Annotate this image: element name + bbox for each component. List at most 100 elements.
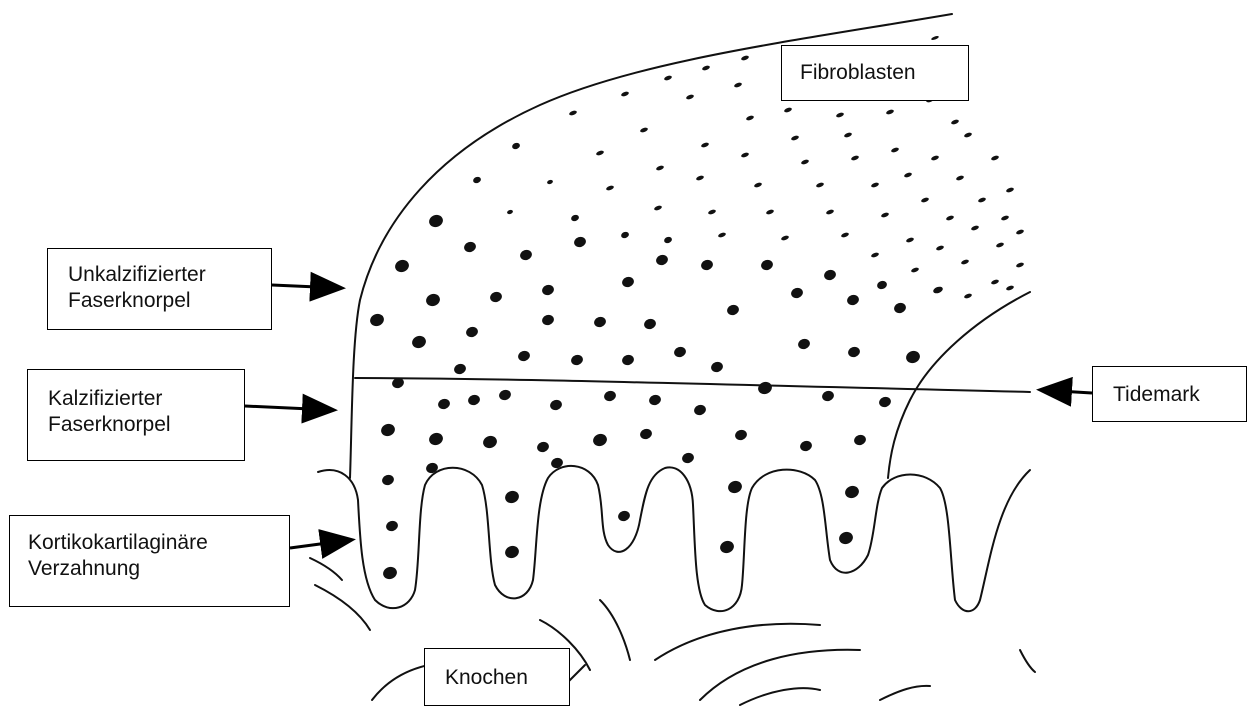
bone-lamella (310, 558, 342, 580)
cell-dot (427, 431, 444, 447)
cell-dot (921, 197, 930, 203)
cell-dot (591, 432, 608, 448)
cell-dot (876, 280, 888, 291)
cell-dot (617, 509, 632, 523)
label-unkalzifizierter-faserknorpel: Unkalzifizierter Faserknorpel (47, 248, 272, 330)
cell-dot (964, 132, 973, 138)
cell-dots (368, 35, 1024, 581)
cell-dot (1016, 262, 1025, 268)
cell-dot (843, 484, 860, 500)
label-tidemark: Tidemark (1092, 366, 1247, 422)
bone-lamella (315, 585, 370, 630)
cell-dot (472, 176, 482, 184)
interdigitation-outline (318, 466, 1030, 611)
cell-dot (741, 152, 750, 158)
cell-dot (702, 65, 711, 71)
cell-dot (381, 473, 396, 487)
cell-dot (517, 349, 532, 363)
cell-dot (701, 142, 710, 148)
cell-dot (1001, 215, 1010, 221)
cell-dot (541, 283, 556, 297)
cell-dot (385, 519, 400, 533)
cell-dot (546, 179, 553, 185)
cell-dot (549, 398, 564, 412)
cell-dot (648, 393, 663, 407)
cell-dot (847, 345, 862, 359)
cell-dot (784, 107, 793, 113)
cell-dot (904, 172, 913, 178)
cell-dot (756, 380, 773, 396)
cell-dot (693, 403, 708, 417)
cell-dot (410, 334, 427, 350)
cell-dot (791, 135, 800, 141)
cell-dot (640, 127, 649, 133)
tendon-inner-boundary (888, 292, 1030, 478)
cell-dot (700, 258, 715, 272)
cell-dot (506, 209, 513, 215)
cell-dot (654, 205, 663, 211)
cell-dot (853, 433, 868, 447)
cell-dot (821, 389, 836, 403)
cell-dot (746, 115, 755, 121)
bone-lamella (1020, 650, 1035, 672)
cell-dot (368, 312, 385, 328)
cell-dot (931, 155, 940, 161)
cell-dot (996, 242, 1005, 248)
cell-dot (696, 175, 705, 181)
cell-dot (467, 393, 482, 407)
cell-dot (741, 55, 750, 61)
cell-dot (673, 345, 688, 359)
cell-dot (541, 313, 556, 327)
cell-dot (881, 212, 890, 218)
label-unkalzifiziert-line2: Faserknorpel (68, 288, 271, 314)
label-knochen: Knochen (424, 648, 570, 706)
cell-dot (453, 362, 468, 376)
cell-dot (797, 337, 812, 351)
cell-dot (381, 565, 398, 581)
cell-dot (463, 240, 478, 254)
tidemark-line (355, 378, 1030, 392)
bone-lamella (880, 686, 930, 700)
cell-dot (427, 213, 444, 229)
cell-dot (991, 155, 1000, 161)
label-kortikokartilaginaere-verzahnung: Kortikokartilaginäre Verzahnung (9, 515, 290, 607)
cell-dot (379, 422, 396, 438)
cell-dot (503, 544, 520, 560)
cell-dot (573, 235, 588, 249)
label-kortikokartilaginaer-line2: Verzahnung (28, 556, 289, 582)
cell-dot (826, 209, 835, 215)
bone-lamella (700, 650, 860, 700)
cell-dot (971, 225, 980, 231)
cell-dot (932, 285, 943, 294)
cell-dot (799, 439, 814, 453)
bone-lamella (600, 600, 630, 660)
cell-dot (978, 197, 987, 203)
cell-dot (760, 258, 775, 272)
cell-dot (570, 353, 585, 367)
arrow-unkalzifiziert (272, 285, 340, 288)
arrow-kortikokartilaginaer (290, 540, 350, 548)
cell-dot (570, 214, 580, 222)
cell-dot (891, 147, 900, 153)
cell-dot (621, 91, 630, 97)
cell-dot (593, 315, 608, 329)
cell-dot (726, 479, 743, 495)
cell-dot (603, 389, 618, 403)
cell-dot (656, 165, 665, 171)
cell-dot (911, 267, 920, 273)
cell-dot (481, 434, 498, 450)
cell-dot (681, 451, 696, 465)
cell-dot (465, 325, 480, 339)
cell-dot (536, 440, 551, 454)
cell-dot (393, 258, 410, 274)
cell-dot (946, 215, 955, 221)
cell-dot (964, 293, 973, 299)
cell-dot (846, 293, 861, 307)
label-kalzifiziert-line2: Faserknorpel (48, 412, 244, 438)
cell-dot (734, 82, 743, 88)
cell-dot (621, 275, 636, 289)
cell-dot (1006, 285, 1015, 291)
cell-dot (498, 388, 513, 402)
cell-dot (708, 209, 717, 215)
arrow-tidemark (1042, 390, 1092, 393)
